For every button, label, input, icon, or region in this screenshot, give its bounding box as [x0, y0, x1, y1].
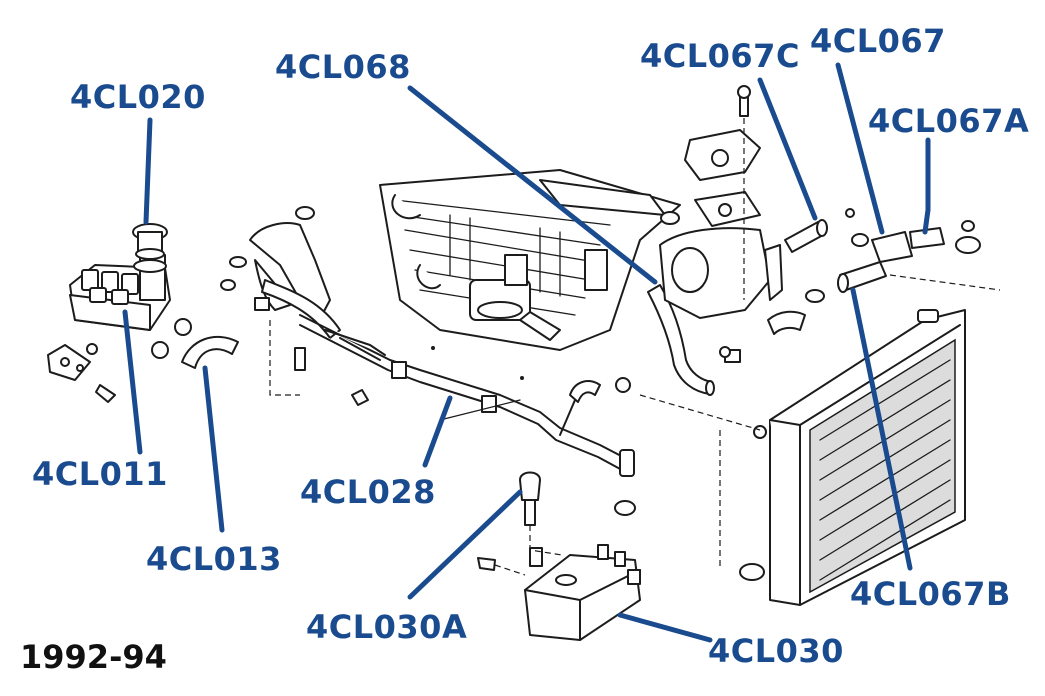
- upper-hose-drawing: [647, 284, 715, 396]
- label-4CL067: 4CL067: [810, 22, 946, 60]
- label-4CL030: 4CL030: [708, 632, 844, 670]
- leader-4CL068: [407, 85, 658, 285]
- label-4CL067C: 4CL067C: [640, 37, 800, 75]
- part-labels: 4CL020 4CL011 4CL013 4CL068 4CL028 4CL06…: [20, 22, 1029, 676]
- engine-intake-manifold-drawing: [379, 169, 681, 351]
- fasteners-drawing: [269, 320, 731, 421]
- leader-lines: [122, 62, 931, 643]
- leader-4CL028: [422, 395, 453, 468]
- coolant-pipe-drawing: [299, 314, 636, 516]
- label-4CL028: 4CL028: [300, 473, 436, 511]
- label-4CL067A: 4CL067A: [868, 102, 1029, 140]
- radiator-drawing: [639, 309, 966, 606]
- label-4CL013: 4CL013: [146, 540, 282, 578]
- hose-067-group-drawing: [767, 208, 1001, 335]
- label-4CL030A: 4CL030A: [306, 608, 467, 646]
- line-art: [47, 85, 1001, 641]
- leader-4CL067A: [922, 137, 931, 235]
- leader-4CL030A: [407, 489, 523, 600]
- label-4CL068: 4CL068: [275, 48, 411, 86]
- oil-cooler-drawing: [477, 471, 641, 641]
- heater-hose-drawing: [220, 206, 341, 371]
- year-range-label: 1992-94: [20, 638, 167, 676]
- coolant-reservoir-drawing: [47, 223, 192, 403]
- leader-4CL020: [143, 117, 153, 225]
- label-4CL011: 4CL011: [32, 455, 168, 493]
- leader-4CL067B: [850, 287, 913, 571]
- thermostat-housing-drawing: [659, 85, 783, 363]
- leader-4CL030: [617, 612, 713, 643]
- label-4CL020: 4CL020: [70, 78, 206, 116]
- leader-4CL067C: [757, 77, 818, 221]
- reservoir-hose-drawing: [181, 335, 239, 369]
- leader-4CL067: [835, 62, 885, 235]
- leader-4CL011: [122, 309, 143, 455]
- leader-4CL013: [202, 365, 225, 533]
- label-4CL067B: 4CL067B: [850, 575, 1011, 613]
